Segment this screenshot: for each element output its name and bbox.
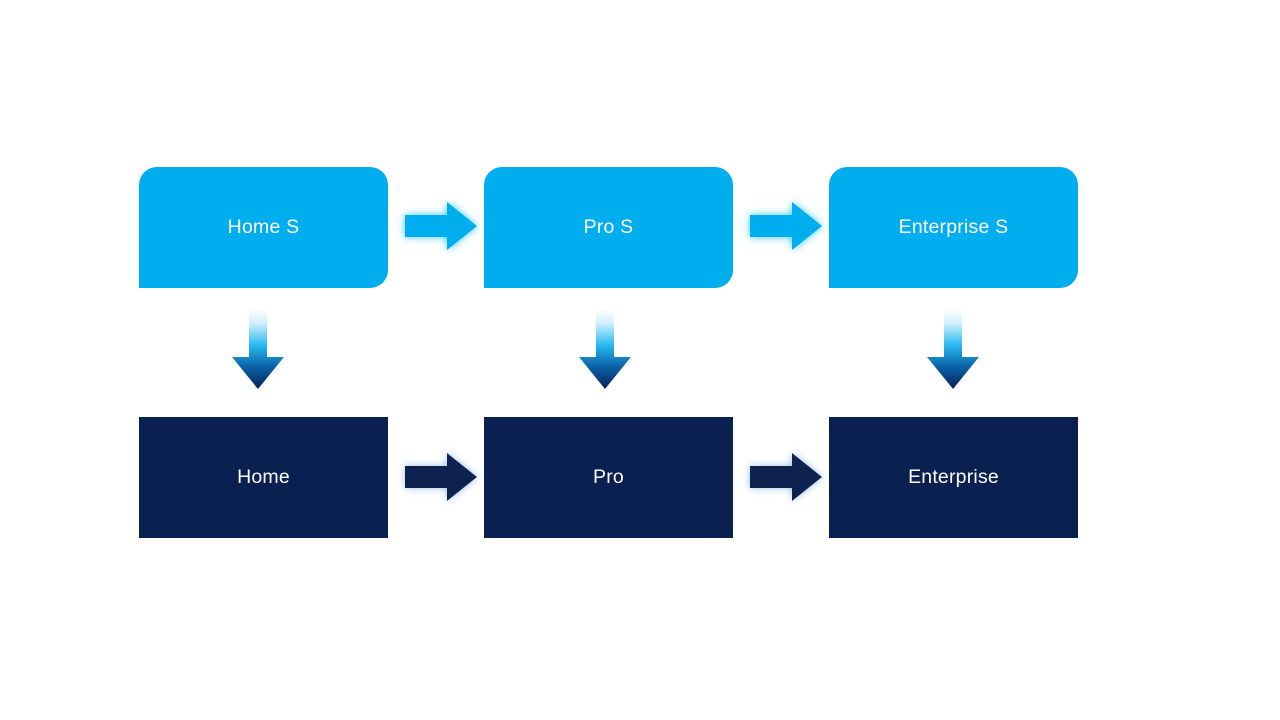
node-label: Pro S xyxy=(583,215,634,238)
node-home[interactable]: Home xyxy=(139,417,388,538)
node-label: Home xyxy=(237,465,290,488)
node-enterprise[interactable]: Enterprise xyxy=(829,417,1078,538)
arrow-down-icon-enterprise-s-to-enterprise xyxy=(925,309,981,391)
arrow-right-icon-pro-s-to-enterprise-s xyxy=(750,200,822,252)
arrow-right-icon-home-s-to-pro-s xyxy=(405,200,477,252)
node-home-s[interactable]: Home S xyxy=(139,167,388,288)
node-enterprise-s[interactable]: Enterprise S xyxy=(829,167,1078,288)
node-label: Pro xyxy=(593,465,624,488)
node-label: Home S xyxy=(227,215,300,238)
node-label: Enterprise S xyxy=(898,215,1009,238)
arrow-right-icon-home-to-pro xyxy=(405,451,477,503)
arrow-down-icon-home-s-to-home xyxy=(230,309,286,391)
arrow-down-icon-pro-s-to-pro xyxy=(577,309,633,391)
node-label: Enterprise xyxy=(908,465,999,488)
arrow-right-icon-pro-to-enterprise xyxy=(750,451,822,503)
node-pro[interactable]: Pro xyxy=(484,417,733,538)
node-pro-s[interactable]: Pro S xyxy=(484,167,733,288)
